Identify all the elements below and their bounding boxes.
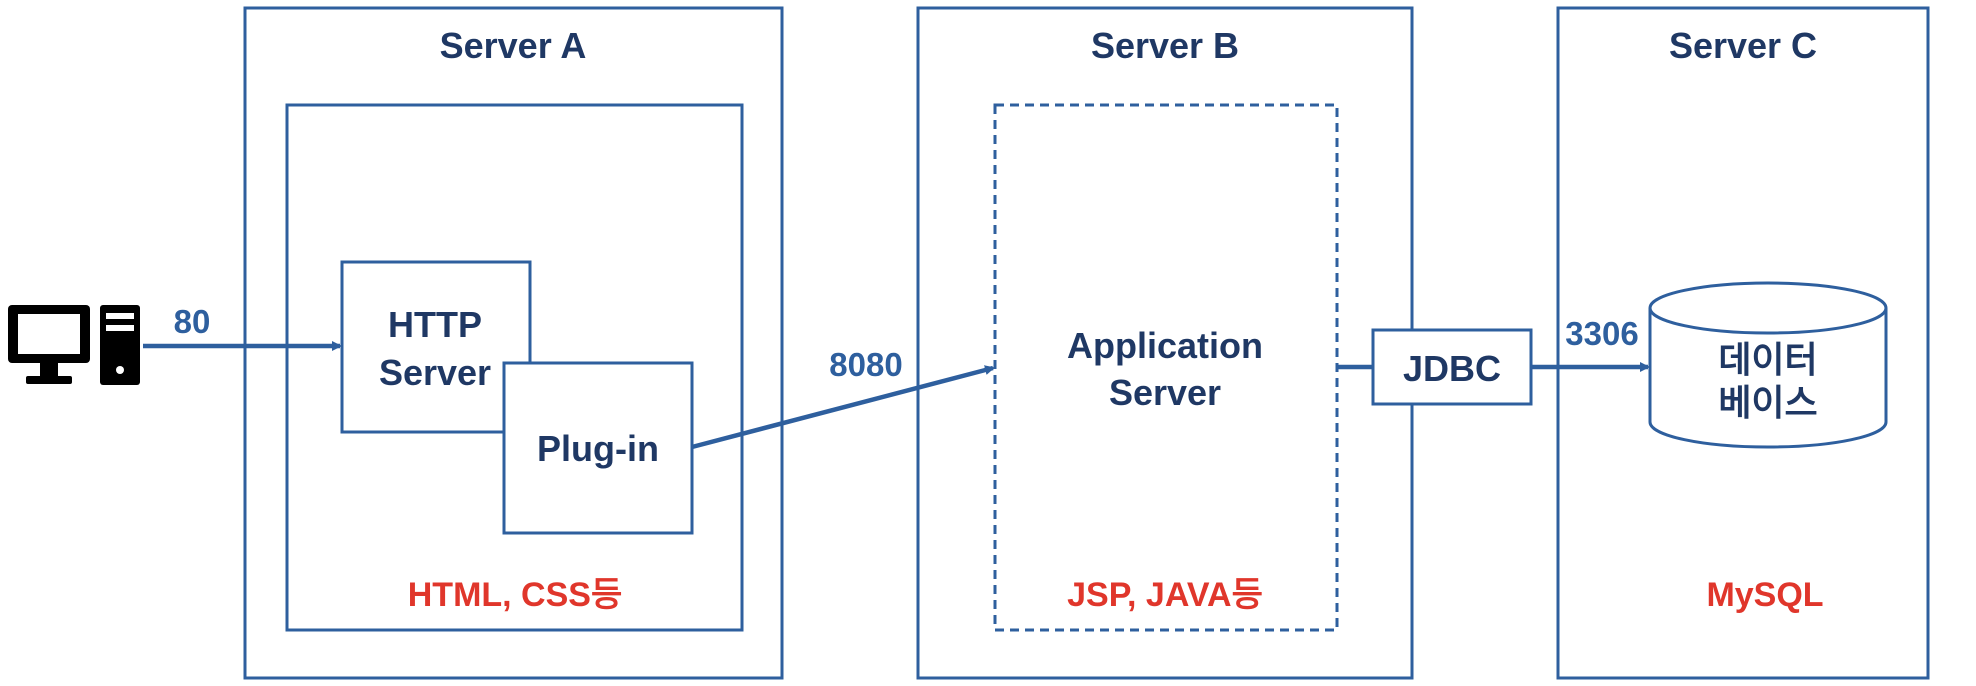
server-c-tech: MySQL (1706, 576, 1823, 614)
db-port-label: 3306 (1565, 315, 1638, 352)
plugin-to-app-arrow (691, 365, 995, 450)
plugin-label: Plug-in (537, 428, 659, 469)
http-server-label-2: Server (379, 352, 491, 393)
server-a-title: Server A (440, 25, 587, 66)
server-b-tech: JSP, JAVA등 (1067, 576, 1263, 614)
database-cylinder (1648, 281, 1888, 449)
app-server-label: Application (1067, 325, 1263, 366)
jdbc-label: JDBC (1403, 348, 1501, 389)
web-tier-container (285, 103, 744, 632)
server-a-tech: HTML, CSS등 (408, 576, 623, 614)
app-port-label: 8080 (829, 346, 902, 383)
client-port-label: 80 (174, 303, 211, 340)
http-server-label: HTTP (388, 304, 482, 345)
app-server-area (993, 103, 1339, 632)
http-server-box (340, 260, 532, 434)
database-label: 데이터 (1718, 339, 1817, 380)
plugin-box (502, 361, 694, 535)
server-c-box (1556, 6, 1930, 680)
database-label-2: 베이스 (1718, 382, 1817, 423)
desktop-computer-icon (8, 305, 140, 385)
app-server-label-2: Server (1109, 372, 1221, 413)
server-a-box (243, 6, 784, 680)
server-c-title: Server C (1669, 25, 1817, 66)
server-b-title: Server B (1091, 25, 1239, 66)
